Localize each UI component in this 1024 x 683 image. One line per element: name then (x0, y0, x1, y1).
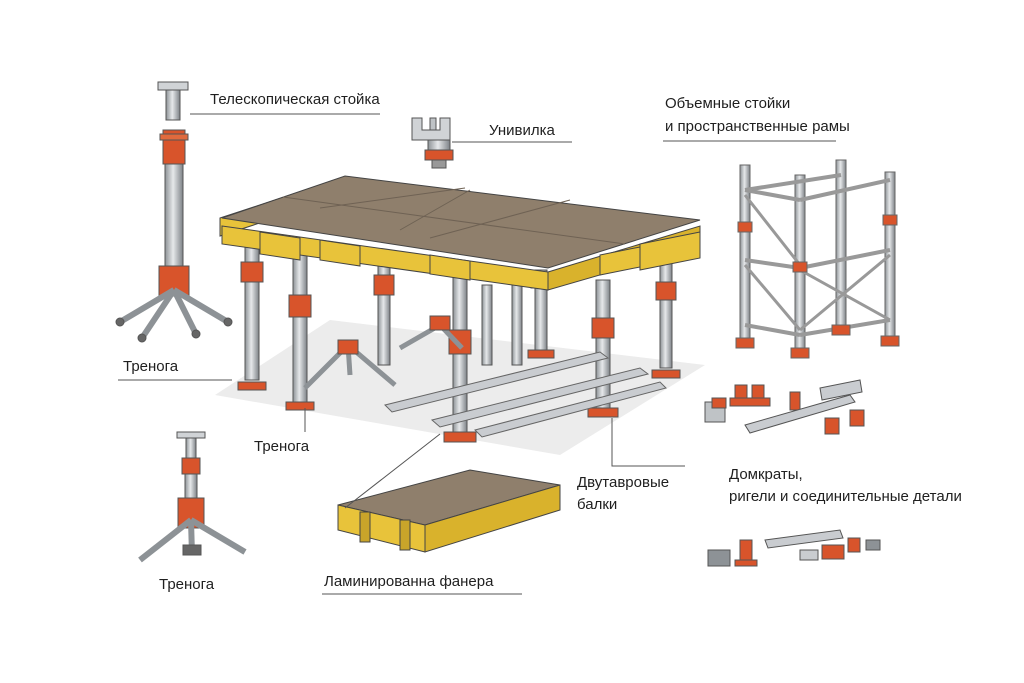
telescopic-prop-illustration (115, 81, 233, 343)
label-beams-line2: балки (577, 496, 618, 513)
table-tripod-left-collar (337, 339, 359, 355)
leader-plywood (344, 433, 441, 509)
label-telescopic-prop: Телескопическая стойка (210, 91, 380, 108)
ground-ledgers (384, 351, 667, 438)
label-frames-line2: и пространственные рамы (665, 118, 850, 135)
plywood-on-beams-illustration (337, 469, 561, 553)
label-frames-line1: Объемные стойки (665, 95, 791, 112)
label-jacks-line1: Домкраты, (729, 466, 803, 483)
leader-beams (611, 418, 685, 467)
label-tripod-left: Тренога (123, 358, 179, 375)
label-jacks-line2: ригели и соединительные детали (729, 488, 962, 505)
table-props (237, 234, 681, 443)
label-fork-head: Унивилка (489, 122, 555, 139)
table-tripod-center-collar (429, 315, 451, 331)
label-tripod-bottom: Тренога (159, 576, 215, 593)
leader-lines (118, 113, 836, 595)
label-beams-line1: Двутавровые (577, 474, 670, 491)
tripod-bottom-illustration (138, 431, 247, 563)
table-top (219, 175, 701, 291)
jacks-parts-illustration (704, 379, 881, 567)
frames-illustration (735, 159, 900, 359)
fork-head-illustration (411, 117, 454, 169)
label-plywood: Ламинированна фанера (324, 573, 494, 590)
label-tripod-center: Тренога (254, 438, 310, 455)
